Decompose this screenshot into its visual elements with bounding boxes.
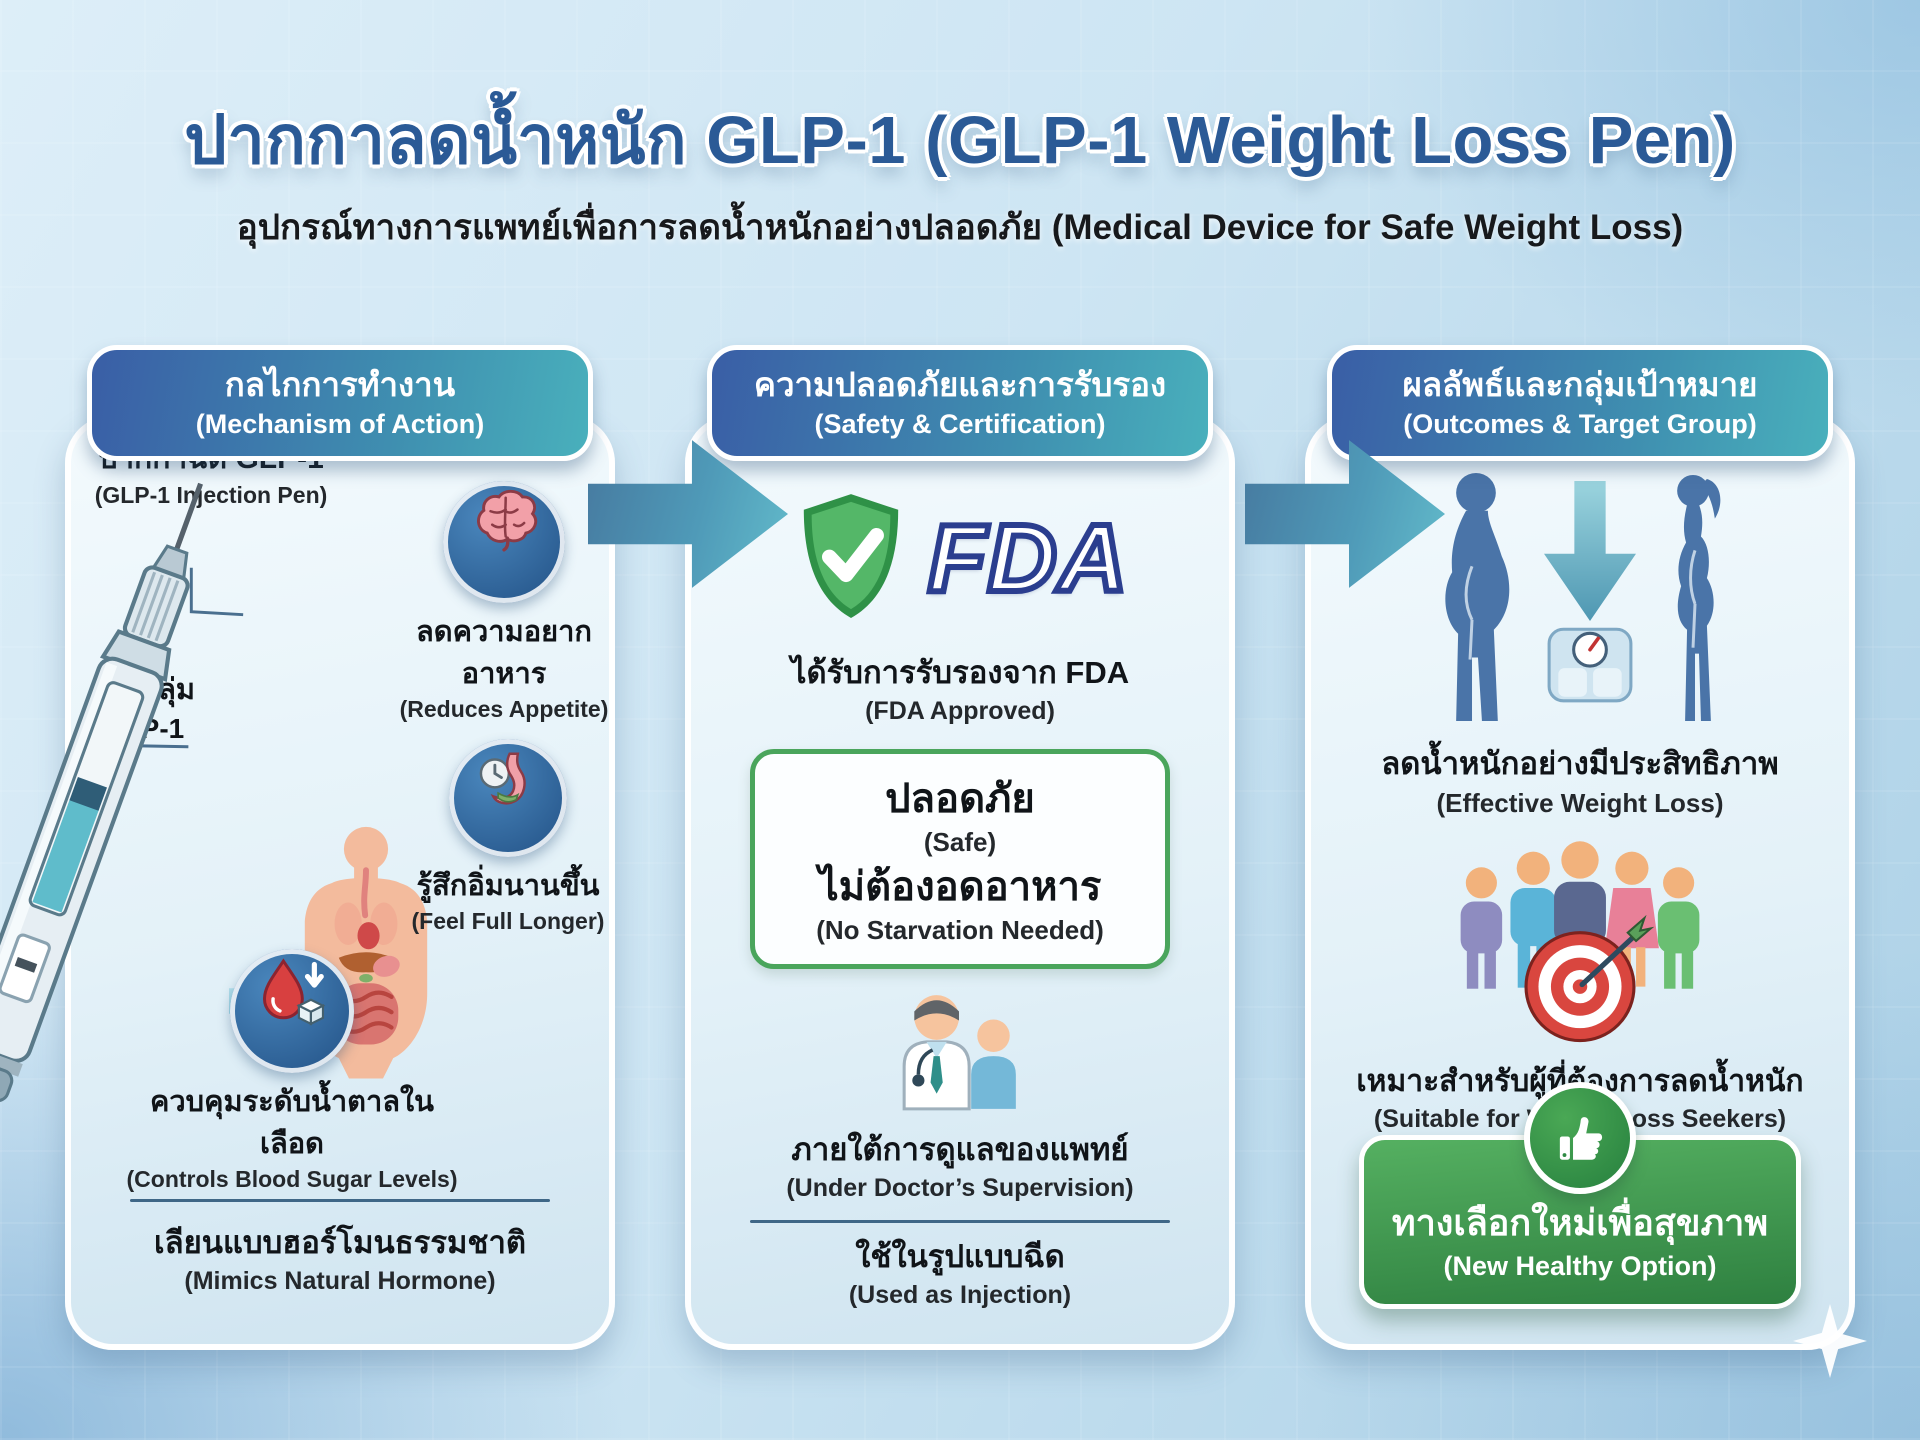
slim-silhouette-icon	[1640, 471, 1752, 734]
column-outcomes-title-th: ผลลัพธ์และกลุ่มเป้าหมาย	[1402, 366, 1758, 403]
safety-footer: ใช้ในรูปแบบฉีด (Used as Injection)	[848, 1238, 1072, 1309]
outcomes-card-body: ลดน้ำหนักอย่างมีประสิทธิภาพ (Effective W…	[1311, 421, 1849, 1344]
column-safety-title-th: ความปลอดภัยและการรับรอง	[753, 366, 1167, 403]
fda-approved-text: ได้รับการรับรองจาก FDA (FDA Approved)	[790, 655, 1130, 725]
column-safety-title-en: (Safety & Certification)	[814, 409, 1106, 440]
down-arrow-icon	[1544, 481, 1636, 621]
benefit-feel-full-longer: รู้สึกอิ่มนานขึ้น (Feel Full Longer)	[401, 739, 615, 936]
card-divider	[130, 1199, 550, 1202]
doctor-supervision-text: ภายใต้การดูแลของแพทย์ (Under Doctor’s Su…	[786, 1131, 1134, 1202]
page-subtitle: อุปกรณ์ทางการแพทย์เพื่อการลดน้ำหนักอย่าง…	[236, 208, 1684, 247]
brain-icon	[443, 481, 565, 603]
weight-loss-indicator	[1544, 471, 1636, 710]
body-organs-icon	[281, 741, 451, 1161]
column-safety: ความปลอดภัยและการรับรอง (Safety & Certif…	[685, 345, 1235, 1350]
column-mechanism-title-th: กลไกการทำงาน	[224, 366, 456, 403]
safe-highlight-box: ปลอดภัย (Safe) ไม่ต้องอดอาหาร (No Starva…	[750, 749, 1170, 969]
card-divider	[750, 1219, 1170, 1223]
effective-weight-loss-text: ลดน้ำหนักอย่างมีประสิทธิภาพ (Effective W…	[1381, 746, 1779, 818]
column-outcomes-header: ผลลัพธ์และกลุ่มเป้าหมาย (Outcomes & Targ…	[1327, 345, 1833, 461]
benefit-reduces-appetite: ลดความอยากอาหาร (Reduces Appetite)	[393, 481, 615, 724]
doctor-patient-icon	[870, 985, 1050, 1122]
weight-scale-icon	[1544, 623, 1636, 710]
stomach-clock-icon	[449, 739, 567, 857]
column-safety-header: ความปลอดภัยและการรับรอง (Safety & Certif…	[707, 345, 1213, 461]
column-safety-card: FDA ได้รับการรับรองจาก FDA (FDA Approved…	[685, 415, 1235, 1350]
column-outcomes-card: ลดน้ำหนักอย่างมีประสิทธิภาพ (Effective W…	[1305, 415, 1867, 1378]
column-mechanism-card: ปากกาฉีด GLP-1 (GLP-1 Injection Pen) สาร…	[0, 415, 615, 1350]
fda-logo: FDA	[925, 502, 1130, 615]
shield-check-icon	[792, 487, 910, 632]
column-outcomes-title-en: (Outcomes & Target Group)	[1403, 409, 1757, 440]
before-after-figures	[1408, 471, 1752, 734]
injection-pen-icon	[0, 458, 272, 1130]
option-text-th: ทางเลือกใหม่เพื่อสุขภาพ	[1391, 1202, 1769, 1244]
blood-sugar-icon	[230, 949, 354, 1073]
column-outcomes: ผลลัพธ์และกลุ่มเป้าหมาย (Outcomes & Targ…	[1305, 345, 1867, 1378]
column-mechanism-title-en: (Mechanism of Action)	[195, 409, 485, 440]
columns-row: กลไกการทำงาน (Mechanism of Action) ปากกา…	[0, 345, 1867, 1378]
column-mechanism: กลไกการทำงาน (Mechanism of Action) ปากกา…	[0, 345, 615, 1350]
safety-card-body: FDA ได้รับการรับรองจาก FDA (FDA Approved…	[691, 421, 1229, 1344]
page-title: ปากกาลดน้ำหนัก GLP-1 (GLP-1 Weight Loss …	[184, 103, 1736, 178]
column-mechanism-header: กลไกการทำงาน (Mechanism of Action)	[87, 345, 593, 461]
benefit-blood-sugar: ควบคุมระดับน้ำตาลในเลือด (Controls Blood…	[119, 949, 465, 1194]
mechanism-footer: เลียนแบบฮอร์โมนธรรมชาติ (Mimics Natural …	[154, 1225, 526, 1295]
new-healthy-option-box: ทางเลือกใหม่เพื่อสุขภาพ (New Healthy Opt…	[1359, 1082, 1801, 1309]
overweight-silhouette-icon	[1408, 471, 1540, 734]
fda-approval-row: FDA	[792, 479, 1130, 639]
thumbs-up-icon	[1524, 1082, 1636, 1195]
option-text-en: (New Healthy Option)	[1443, 1250, 1717, 1281]
people-target-icon	[1430, 833, 1730, 1056]
